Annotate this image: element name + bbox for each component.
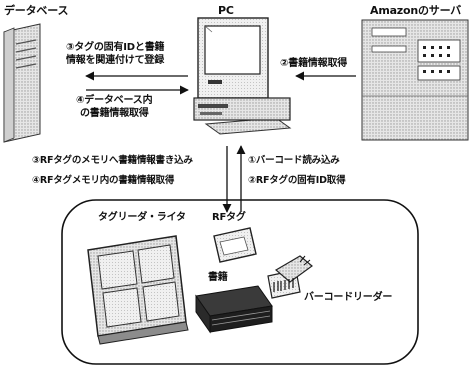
step2-rf-id: ②RFタグの固有ID取得 xyxy=(248,175,346,186)
tag-reader-writer-label: タグリーダ・ライタ xyxy=(98,212,186,223)
pc-label: PC xyxy=(218,4,234,17)
step3-register-line1: ③タグの固有IDと書籍 xyxy=(66,42,165,53)
step2-amazon-fetch: ②書籍情報取得 xyxy=(280,58,348,69)
database-label: データベース xyxy=(4,4,69,17)
amazon-server-label: Amazonのサーバ xyxy=(370,4,462,17)
step4-db-fetch-line2: の書籍情報取得 xyxy=(80,108,149,119)
rf-tag-icon xyxy=(213,227,257,263)
rf-tag-label: RFタグ xyxy=(212,212,246,223)
step4-db-fetch-line1: ④データベース内 xyxy=(76,95,153,106)
barcode-reader-label: バーコードリーダー xyxy=(302,292,395,304)
amazon-server-icon xyxy=(361,19,469,141)
device-group-box xyxy=(61,199,419,365)
book-icon xyxy=(195,285,273,334)
step4-rf-read: ④RFタグメモリ内の書籍情報取得 xyxy=(32,175,175,186)
database-server-icon xyxy=(3,23,41,143)
step1-barcode-read: ①バーコード読み込み xyxy=(248,155,340,166)
barcode-reader-icon xyxy=(267,255,313,299)
tag-reader-writer-icon xyxy=(87,235,189,345)
step3-register-line2: 情報を関連付けて登録 xyxy=(66,55,164,66)
pc-icon xyxy=(193,17,292,135)
book-label: 書籍 xyxy=(208,272,228,283)
step3-rf-write: ③RFタグのメモリへ書籍情報書き込み xyxy=(32,155,193,166)
